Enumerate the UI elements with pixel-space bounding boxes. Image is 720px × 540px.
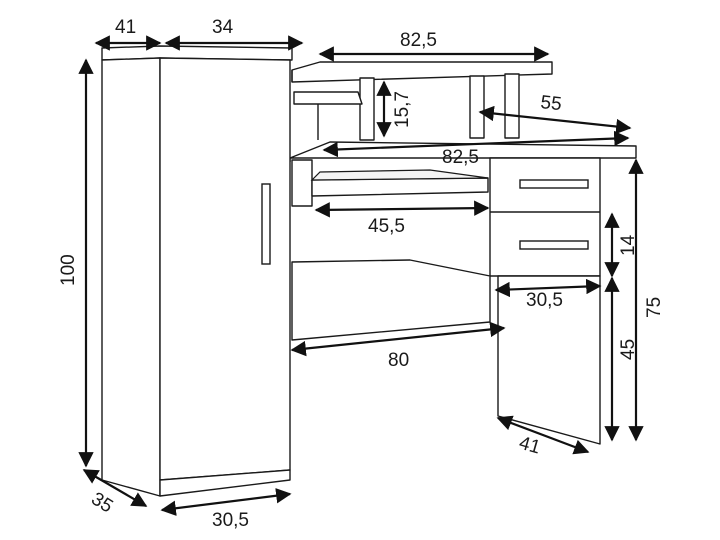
dim-line-shelf-depth — [478, 105, 632, 135]
right-side-panel — [497, 275, 601, 445]
label-desktop-width: 82,5 — [442, 147, 479, 168]
dim-line-desktop-width — [322, 130, 630, 158]
drawer-unit — [489, 157, 601, 277]
label-total-desk-height: 75 — [644, 297, 665, 318]
label-side-panel-depth: 41 — [517, 433, 543, 459]
label-keyboard-tray-width: 45,5 — [368, 216, 405, 237]
cabinet-door-handle — [261, 183, 271, 265]
label-knee-height: 45 — [618, 339, 639, 360]
label-shelf-height: 15,7 — [392, 91, 413, 128]
label-top-shelf-width: 82,5 — [400, 30, 437, 51]
dim-line-cabinet-depth-bottom — [82, 469, 148, 507]
label-knee-width: 80 — [388, 350, 409, 371]
label-shelf-depth: 55 — [539, 92, 562, 115]
label-total-height: 100 — [58, 254, 79, 286]
hutch-top-shelf — [291, 61, 553, 83]
dim-line-knee-width — [290, 321, 506, 357]
dim-line-side-panel-depth — [496, 415, 590, 455]
label-cabinet-width-bottom: 30,5 — [212, 510, 249, 531]
label-drawer-unit-width: 30,5 — [526, 290, 563, 311]
label-cabinet-depth-top: 41 — [115, 17, 136, 38]
modesty-panel — [291, 259, 491, 341]
dim-line-cabinet-width-bottom — [160, 488, 292, 516]
dim-line-drawer-unit-width — [494, 278, 602, 298]
keyboard-tray — [310, 169, 489, 197]
lower-drawer-handle — [519, 240, 589, 250]
label-cabinet-depth-bottom: 35 — [87, 488, 116, 517]
tall-cabinet — [101, 45, 293, 497]
label-drawer-height: 14 — [618, 234, 639, 256]
label-cabinet-door-width: 34 — [212, 17, 234, 38]
inner-side-panel — [291, 159, 313, 207]
dim-line-keyboard-tray-width — [314, 200, 490, 218]
dimension-lines — [78, 35, 644, 516]
upper-drawer-handle — [519, 179, 589, 189]
